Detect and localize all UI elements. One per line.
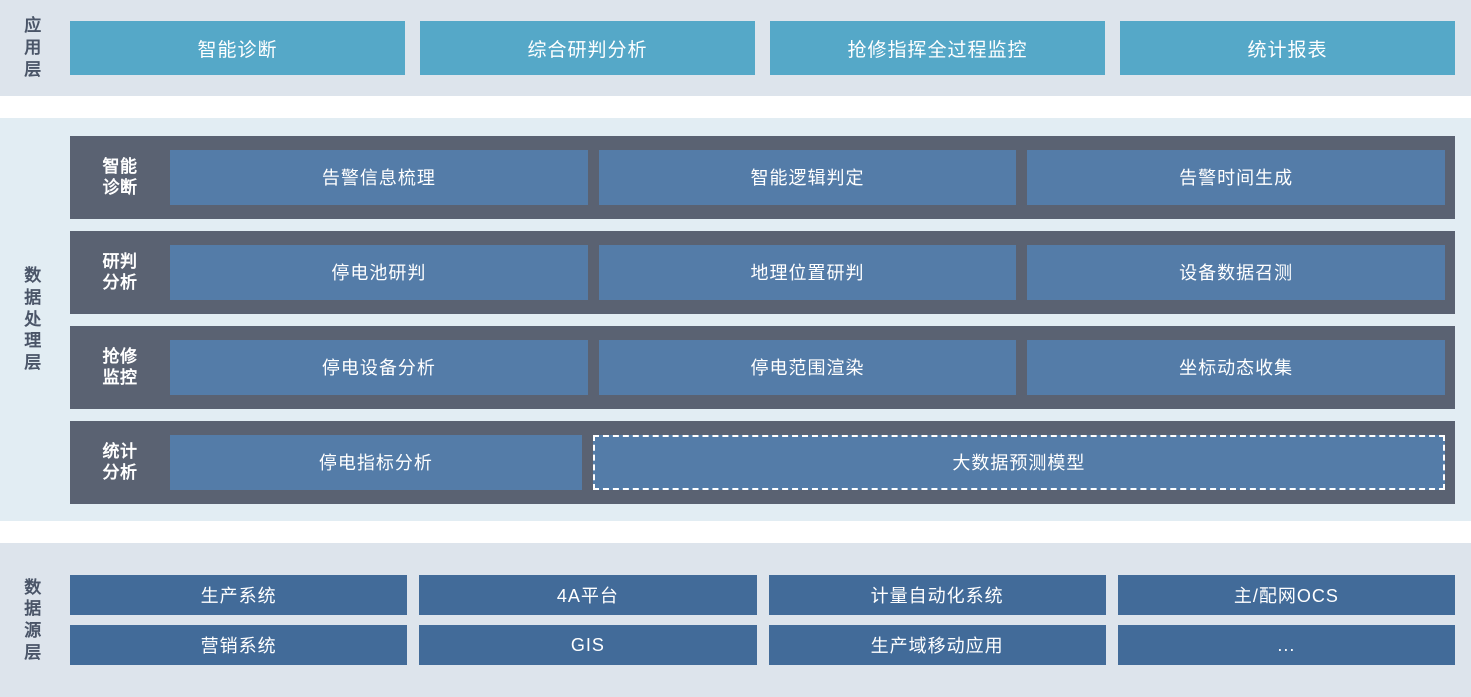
process-row-statistical-analysis: 统计 分析 停电指标分析 大数据预测模型: [70, 420, 1455, 504]
process-row-label-line: 诊断: [102, 178, 138, 197]
process-row-repair-monitoring: 抢修 监控 停电设备分析 停电范围渲染 坐标动态收集: [70, 325, 1455, 409]
process-row-cells: 停电指标分析 大数据预测模型: [170, 421, 1445, 504]
process-row-judgment-analysis: 研判 分析 停电池研判 地理位置研判 设备数据召测: [70, 230, 1455, 314]
process-cell-alarm-info-sorting[interactable]: 告警信息梳理: [170, 149, 588, 205]
data-source-row: 生产系统 4A平台 计量自动化系统 主/配网OCS: [70, 575, 1455, 615]
process-cell-bigdata-prediction-model[interactable]: 大数据预测模型: [592, 434, 1445, 490]
source-cell-main-distribution-ocs[interactable]: 主/配网OCS: [1117, 575, 1455, 615]
process-cell-coordinate-dynamic-collection[interactable]: 坐标动态收集: [1027, 339, 1446, 395]
data-source-layer-label: 数 据 源 层: [0, 543, 66, 697]
source-cell-gis[interactable]: GIS: [419, 625, 757, 665]
application-layer-section: 应 用 层 智能诊断 综合研判分析 抢修指挥全过程监控 统计报表: [0, 0, 1471, 96]
process-row-label-judgment-analysis: 研判 分析: [70, 251, 170, 294]
data-processing-layer-label-char: 数: [24, 266, 42, 286]
process-row-label-intelligent-diagnosis: 智能 诊断: [70, 156, 170, 199]
process-row-label-statistical-analysis: 统计 分析: [70, 441, 170, 484]
data-processing-layer-label-char: 理: [24, 331, 42, 351]
data-source-row: 营销系统 GIS 生产域移动应用 ...: [70, 625, 1455, 665]
data-processing-rows: 智能 诊断 告警信息梳理 智能逻辑判定 告警时间生成 研判 分析 停电池研判 地…: [66, 118, 1471, 521]
process-row-label-line: 分析: [102, 273, 138, 292]
process-cell-outage-pool-judgment[interactable]: 停电池研判: [170, 244, 588, 300]
data-processing-layer-label-char: 处: [24, 309, 42, 329]
process-row-cells: 停电设备分析 停电范围渲染 坐标动态收集: [170, 326, 1446, 409]
data-source-layer-label-char: 源: [24, 621, 42, 640]
process-row-label-line: 研判: [102, 251, 138, 271]
process-cell-intelligent-logic-decision[interactable]: 智能逻辑判定: [598, 149, 1017, 205]
process-cell-outage-range-rendering[interactable]: 停电范围渲染: [598, 339, 1017, 395]
section-divider: [0, 96, 1471, 118]
app-tab-statistical-report[interactable]: 统计报表: [1120, 21, 1455, 75]
process-row-cells: 告警信息梳理 智能逻辑判定 告警时间生成: [170, 136, 1446, 219]
section-divider: [0, 521, 1471, 543]
data-processing-layer-label: 数 据 处 理 层: [0, 118, 66, 521]
process-cell-device-data-polling[interactable]: 设备数据召测: [1027, 244, 1446, 300]
app-tab-repair-monitoring[interactable]: 抢修指挥全过程监控: [770, 21, 1105, 75]
source-cell-production-mobile-app[interactable]: 生产域移动应用: [768, 625, 1106, 665]
process-row-label-line: 抢修: [102, 346, 138, 366]
process-cell-outage-index-analysis[interactable]: 停电指标分析: [170, 434, 582, 490]
source-cell-4a-platform[interactable]: 4A平台: [419, 575, 757, 615]
data-processing-layer-label-char: 据: [24, 287, 42, 307]
data-source-layer-label-char: 据: [24, 599, 42, 619]
data-source-rows: 生产系统 4A平台 计量自动化系统 主/配网OCS 营销系统 GIS 生产域移动…: [66, 543, 1471, 697]
process-row-label-repair-monitoring: 抢修 监控: [70, 346, 170, 389]
process-cell-outage-device-analysis[interactable]: 停电设备分析: [170, 339, 588, 395]
data-source-layer-label-char: 层: [24, 642, 42, 662]
process-row-intelligent-diagnosis: 智能 诊断 告警信息梳理 智能逻辑判定 告警时间生成: [70, 135, 1455, 219]
process-row-label-line: 智能: [102, 156, 138, 176]
data-processing-layer-section: 数 据 处 理 层 智能 诊断 告警信息梳理 智能逻辑判定 告警时间生成: [0, 118, 1471, 521]
source-cell-metering-automation-system[interactable]: 计量自动化系统: [768, 575, 1106, 615]
data-source-layer-label-char: 数: [24, 577, 42, 597]
process-row-cells: 停电池研判 地理位置研判 设备数据召测: [170, 231, 1446, 314]
app-tab-comprehensive-analysis[interactable]: 综合研判分析: [420, 21, 755, 75]
source-cell-production-system[interactable]: 生产系统: [70, 575, 408, 615]
application-layer-label-char: 应: [24, 16, 42, 36]
source-cell-marketing-system[interactable]: 营销系统: [70, 625, 408, 665]
app-tab-intelligent-diagnosis[interactable]: 智能诊断: [70, 21, 405, 75]
process-cell-alarm-time-generation[interactable]: 告警时间生成: [1027, 149, 1446, 205]
data-source-layer-section: 数 据 源 层 生产系统 4A平台 计量自动化系统 主/配网OCS 营销系统 G…: [0, 543, 1471, 697]
application-layer-label: 应 用 层: [0, 0, 66, 96]
source-cell-more[interactable]: ...: [1117, 625, 1455, 665]
application-layer-tabs: 智能诊断 综合研判分析 抢修指挥全过程监控 统计报表: [66, 0, 1471, 96]
data-processing-layer-label-char: 层: [24, 353, 42, 373]
process-row-label-line: 监控: [102, 368, 138, 387]
process-cell-geolocation-judgment[interactable]: 地理位置研判: [598, 244, 1017, 300]
process-row-label-line: 分析: [102, 463, 138, 482]
application-layer-label-char: 层: [24, 59, 42, 79]
application-layer-label-char: 用: [24, 38, 42, 58]
process-row-label-line: 统计: [102, 441, 138, 461]
